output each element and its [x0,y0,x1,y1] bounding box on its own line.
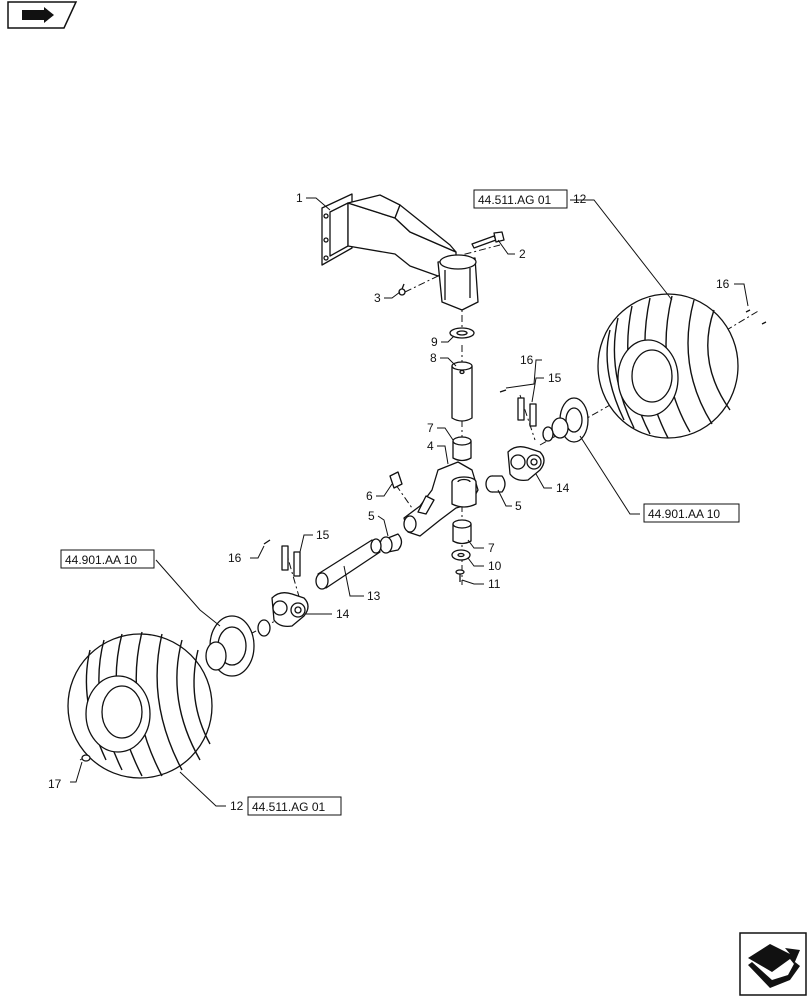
callout-1: 1 [296,191,303,205]
reference-text-wheel-right: 44.511.AG 01 [478,193,551,207]
callout-7-upper: 7 [427,421,434,435]
callout-2: 2 [519,247,526,261]
callout-15-left: 15 [316,528,330,542]
reference-text-hub-left: 44.901.AA 10 [65,553,137,567]
callout-11: 11 [488,577,501,591]
callout-3: 3 [374,291,381,305]
bushing-right [485,475,506,493]
reference-text-hub-right: 44.901.AA 10 [648,507,720,521]
grease-fitting [398,283,406,296]
callout-14-right: 14 [556,481,570,495]
wheel-hub-right [542,397,589,443]
reference-box-hub-left[interactable]: 44.901.AA 10 [60,549,155,569]
callout-9: 9 [431,335,438,349]
bolt [471,231,505,249]
lock-pin-right [517,397,537,427]
pivot-pin [451,361,473,422]
callout-16-wheel: 16 [716,277,730,291]
callout-6: 6 [366,489,373,503]
wheel-hub-left [205,615,271,677]
leader-lines [70,197,749,807]
bushing-upper [452,436,472,462]
callout-16-left: 16 [228,551,242,565]
next-page-icon[interactable] [739,932,807,996]
washer-lower [451,549,471,561]
callout-5-left: 5 [368,509,375,523]
callout-4: 4 [427,439,434,453]
washer [449,327,475,339]
wheel-nut [81,754,91,762]
callout-7-lower: 7 [488,541,495,555]
caster-arm [403,461,479,537]
screw [455,569,465,582]
callout-8: 8 [430,351,437,365]
bushing-lower [452,519,472,545]
callout-10: 10 [488,559,502,573]
callout-13: 13 [367,589,381,603]
axle-shaft [315,538,382,590]
callout-12-left: 12 [230,799,244,813]
wheel-left [67,631,213,779]
grease-fitting-arm [389,471,403,489]
reference-box-wheel-right[interactable]: 44.511.AG 01 [473,189,568,209]
callout-17: 17 [48,777,62,791]
reference-box-wheel-left[interactable]: 44.511.AG 01 [247,796,342,816]
callout-15-right: 15 [548,371,562,385]
reference-box-hub-right[interactable]: 44.901.AA 10 [643,503,740,523]
bushing-left [379,533,403,554]
wheel-right [597,293,739,439]
cotter-pin-right [499,389,507,393]
reference-text-wheel-left: 44.511.AG 01 [252,800,325,814]
callout-14-left: 14 [336,607,350,621]
spindle-bracket-left [271,592,309,628]
lock-pin-left [281,545,301,577]
callout-12-right: 12 [573,192,587,206]
spindle-bracket-right [507,446,545,482]
callout-16-right: 16 [520,353,534,367]
support-bracket [321,193,479,311]
cotter-pin-left [263,539,271,545]
callout-5-right: 5 [515,499,522,513]
cotter-pin-wheel [745,309,767,325]
previous-page-icon[interactable] [7,1,78,29]
